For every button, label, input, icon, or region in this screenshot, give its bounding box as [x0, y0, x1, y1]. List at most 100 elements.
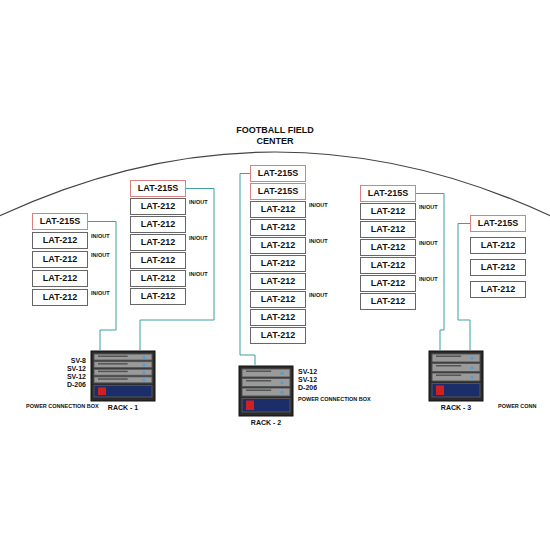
power-box [432, 384, 480, 398]
port-label: IN/OUT [419, 204, 438, 211]
amplifier-unit [242, 388, 290, 396]
amplifier-unit [242, 369, 290, 377]
port-label: IN/OUT [309, 292, 328, 299]
subwoofer-box: LAT-215S [360, 185, 416, 202]
amplifier-led [143, 371, 146, 374]
speaker-model: LAT-212 [43, 254, 77, 264]
amplifier-led [281, 391, 284, 394]
amplifier-unit [432, 373, 480, 381]
port-label: IN/OUT [91, 252, 110, 259]
speaker-box: LAT-212 [130, 234, 186, 251]
port-label: IN/OUT [419, 276, 438, 283]
speaker-model: LAT-212 [141, 219, 175, 229]
speaker-model: LAT-212 [261, 276, 295, 286]
amplifier-unit [94, 377, 152, 383]
speaker-box: LAT-212 [360, 221, 416, 238]
port-label: IN/OUT [419, 240, 438, 247]
speaker-model: LAT-212 [43, 273, 77, 283]
speaker-box: LAT-212 [360, 275, 416, 292]
power-box [94, 385, 152, 397]
speaker-box: LAT-212 [32, 289, 88, 306]
speaker-box: LAT-212 [250, 291, 306, 308]
port-label: IN/OUT [91, 233, 110, 240]
speaker-box: LAT-212 [32, 232, 88, 249]
amplifier-vent [246, 371, 271, 373]
amplifier-led [143, 356, 146, 359]
speaker-box: LAT-212 [250, 237, 306, 254]
speaker-box: LAT-212 [32, 251, 88, 268]
amplifier-unit [94, 369, 152, 375]
speaker-box: LAT-212 [250, 201, 306, 218]
rack-name: RACK - 3 [428, 404, 484, 411]
amplifier-vent [246, 390, 271, 392]
speaker-model: LAT-215S [138, 183, 178, 193]
speaker-model: LAT-215S [258, 168, 298, 178]
speaker-box: LAT-212 [32, 270, 88, 287]
port-label: IN/OUT [91, 290, 110, 297]
power-switch [246, 401, 254, 411]
amplifier-model: SV-12 [298, 368, 317, 376]
amplifier-vent [98, 371, 128, 373]
amplifier-vent [436, 375, 461, 377]
speaker-model: LAT-212 [141, 237, 175, 247]
speaker-model: LAT-212 [371, 224, 405, 234]
speaker-box: LAT-212 [130, 288, 186, 305]
subwoofer-box: LAT-215S [130, 180, 186, 197]
rack-illustration [90, 350, 156, 402]
amplifier-vent [436, 356, 461, 358]
speaker-cable [458, 224, 470, 351]
rack-frame [429, 351, 483, 401]
amplifier-led [471, 357, 474, 360]
rack-illustration [428, 350, 484, 402]
amplifier-led [471, 376, 474, 379]
amplifier-vent [436, 365, 461, 367]
speaker-model: LAT-212 [141, 273, 175, 283]
rack-illustration [238, 365, 294, 417]
port-label: IN/OUT [189, 199, 208, 206]
speaker-model: LAT-212 [261, 294, 295, 304]
amplifier-led [143, 379, 146, 382]
box-label: POWER CONNECTION BOX [298, 396, 371, 403]
speaker-model: LAT-212 [261, 204, 295, 214]
subwoofer-box: LAT-215S [470, 215, 526, 232]
subwoofer-box: LAT-215S [250, 165, 306, 182]
amplifier-model: SV-12 [298, 376, 317, 384]
speaker-model: LAT-212 [371, 296, 405, 306]
speaker-model: LAT-212 [261, 240, 295, 250]
speaker-box: LAT-212 [360, 203, 416, 220]
amp-rack: RACK - 3 [428, 350, 484, 411]
speaker-box: LAT-212 [130, 198, 186, 215]
speaker-model: LAT-212 [481, 284, 515, 294]
amplifier-model: SV-12 [67, 373, 86, 381]
rack-name: RACK - 1 [90, 404, 156, 411]
speaker-model: LAT-212 [371, 242, 405, 252]
speaker-box: LAT-212 [130, 216, 186, 233]
speaker-model: LAT-212 [261, 330, 295, 340]
speaker-model: LAT-212 [141, 291, 175, 301]
speaker-box: LAT-212 [470, 259, 526, 276]
speaker-cable [416, 194, 444, 351]
subwoofer-box: LAT-215S [32, 213, 88, 230]
amplifier-led [281, 372, 284, 375]
speaker-model: LAT-212 [43, 235, 77, 245]
port-label: IN/OUT [189, 271, 208, 278]
speaker-box: LAT-212 [250, 219, 306, 236]
box-label: POWER CONNECTION BOX [26, 403, 99, 410]
amplifier-unit [432, 354, 480, 362]
speaker-model: LAT-212 [261, 222, 295, 232]
speaker-box: LAT-212 [360, 257, 416, 274]
box-label: POWER CONN [498, 403, 537, 410]
speaker-box: LAT-212 [130, 252, 186, 269]
speaker-model: LAT-212 [261, 258, 295, 268]
power-switch [98, 387, 106, 395]
amplifier-vent [98, 378, 128, 380]
speaker-box: LAT-212 [250, 255, 306, 272]
speaker-model: LAT-212 [481, 240, 515, 250]
speaker-model: LAT-212 [371, 260, 405, 270]
speaker-model: LAT-215S [368, 188, 408, 198]
rack-frame [239, 366, 293, 416]
power-switch [436, 386, 444, 396]
field-arc-line [0, 152, 550, 218]
speaker-box: LAT-212 [470, 281, 526, 298]
